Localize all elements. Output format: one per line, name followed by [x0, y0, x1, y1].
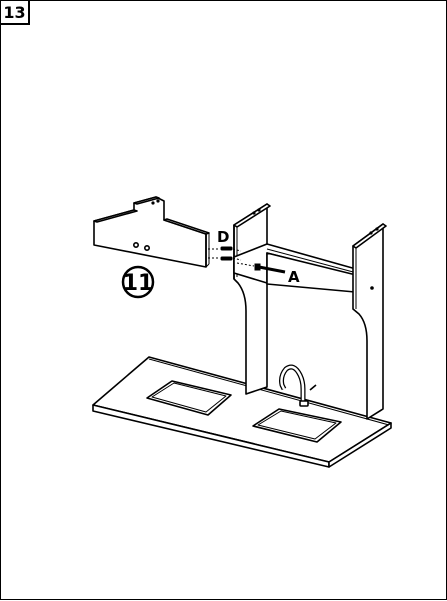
label-a: A — [288, 268, 300, 286]
label-d: D — [217, 228, 229, 246]
countertop — [92, 356, 392, 468]
part-number-text: 11 — [123, 271, 154, 296]
step-number: 13 — [1, 1, 30, 25]
part-11-board — [93, 196, 210, 268]
left-side-panel — [233, 203, 271, 395]
right-basin — [252, 408, 342, 443]
left-basin — [146, 380, 232, 416]
part-number-badge: 11 — [121, 265, 155, 299]
faucet — [279, 364, 317, 407]
right-side-panel — [352, 223, 387, 420]
dowel-d-group — [208, 246, 242, 261]
screw-a-group — [236, 262, 286, 274]
